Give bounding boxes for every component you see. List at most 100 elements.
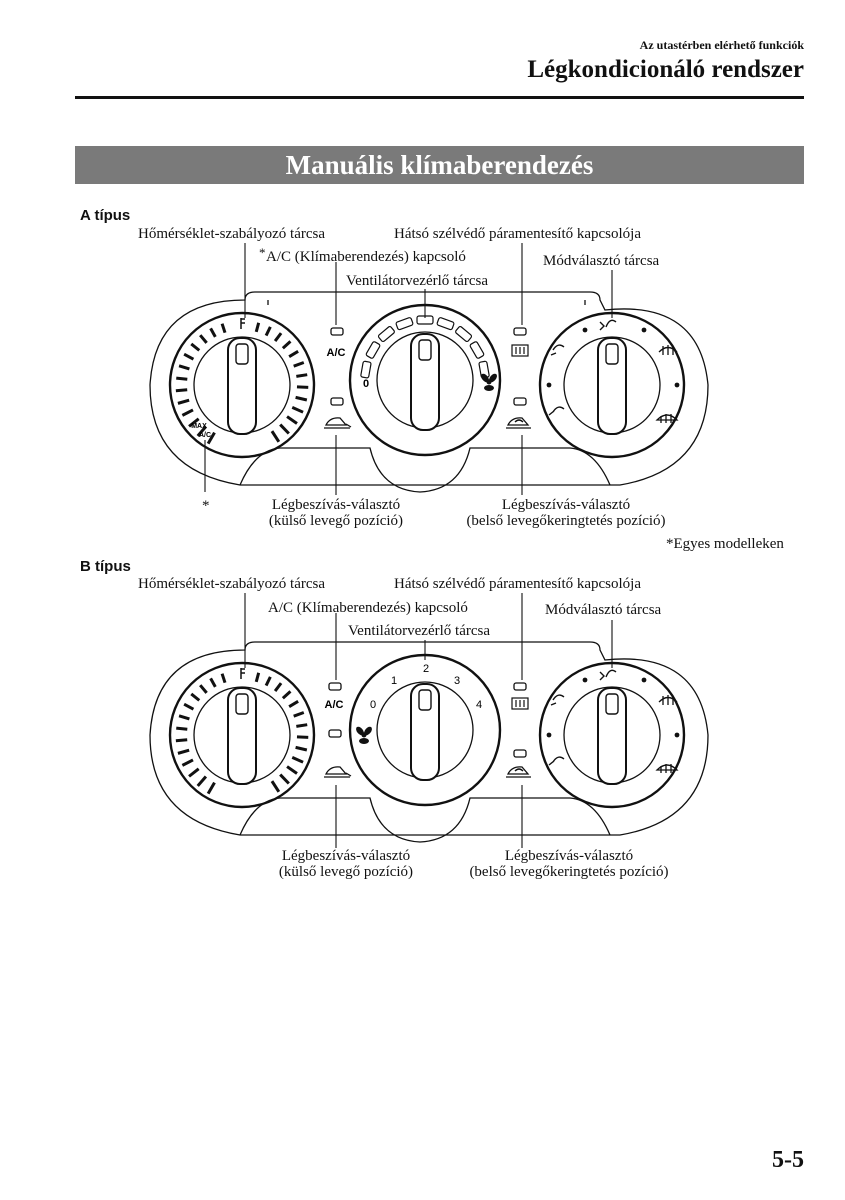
intake-outside-line-2: (külső levegő pozíció) <box>278 864 414 880</box>
temp-tick <box>175 388 188 393</box>
intake-outside-line-1: Légbeszívás-választó <box>281 848 411 864</box>
type-b-label: B típus <box>80 558 131 575</box>
rear-defrost-icon[interactable] <box>511 697 529 710</box>
temp-tick <box>293 711 305 718</box>
fan-icon <box>356 726 372 744</box>
label-temp-dial-b: Hőmérséklet-szabályozó tárcsa <box>138 576 325 592</box>
fan-knob-a[interactable] <box>410 333 440 431</box>
temp-tick <box>196 425 208 437</box>
label-ac-switch-b: A/C (Klímaberendezés) kapcsoló <box>268 600 468 616</box>
fan-speed-2-b: 2 <box>423 663 429 675</box>
temp-tick <box>286 765 298 775</box>
ac-indicator-b <box>328 682 342 691</box>
temp-tick <box>177 398 190 405</box>
temp-tick <box>293 361 305 368</box>
label-rear-defrost-b: Hátsó szélvédő páramentesítő kapcsolója <box>394 576 642 592</box>
thermometer-icon <box>240 318 245 329</box>
temp-tick <box>209 327 217 338</box>
outside-air-icon[interactable] <box>324 417 352 429</box>
face-vent-icon <box>599 669 617 681</box>
recirculation-icon[interactable] <box>506 417 531 429</box>
fan-speed-segment <box>360 360 372 379</box>
label-intake-recirc-a: Légbeszívás-választó (belső levegőkering… <box>452 497 680 529</box>
fan-speed-1-b: 1 <box>391 675 397 687</box>
temp-tick <box>295 395 308 402</box>
temp-scale-b <box>175 672 309 795</box>
temp-tick <box>177 748 190 755</box>
temp-tick <box>199 684 208 694</box>
temp-tick <box>270 430 281 443</box>
front-defrost-icon <box>655 414 679 423</box>
temp-tick <box>279 423 290 435</box>
ac-indicator-a <box>330 327 344 336</box>
intake-recirc-line-1: Légbeszívás-választó <box>504 848 634 864</box>
temp-tick <box>291 756 304 764</box>
max-asterisk-a: * <box>202 498 210 514</box>
bilevel-vent-icon <box>550 694 565 706</box>
temp-tick <box>279 773 290 785</box>
fan-speed-segment <box>436 317 455 331</box>
outside-air-icon[interactable] <box>324 766 352 778</box>
temp-knob-a[interactable] <box>227 337 257 435</box>
temp-tick <box>176 376 188 381</box>
mode-knob-a[interactable] <box>597 337 627 435</box>
temp-tick <box>188 417 200 428</box>
ac-button-a[interactable]: A/C <box>327 347 346 359</box>
fan-indicator-b <box>328 729 342 738</box>
temp-tick <box>178 714 190 721</box>
intake-recirc-line-1: Légbeszívás-választó <box>501 497 631 513</box>
intake-outside-line-1: Légbeszívás-választó <box>271 497 401 513</box>
temp-tick <box>296 373 308 378</box>
temp-tick <box>188 767 200 778</box>
intake-recirc-line-2: (belső levegőkeringtetés pozíció) <box>466 513 666 529</box>
label-ac-switch-a: A/C (Klímaberendezés) kapcsoló <box>266 249 466 265</box>
temp-tick <box>190 342 201 352</box>
temp-tick <box>220 673 227 684</box>
recirculation-icon[interactable] <box>506 766 531 778</box>
max-ac-label-a: MAX <box>191 423 207 430</box>
section-subtitle: Az utastérben elérhető funkciók <box>639 38 804 52</box>
label-intake-recirc-b: Légbeszívás-választó (belső levegőkering… <box>455 848 683 880</box>
type-a-label: A típus <box>80 207 131 224</box>
fan-off-label-a: 0 <box>363 378 369 390</box>
label-intake-outside-a: Légbeszívás-választó (külső levegő pozíc… <box>246 497 426 529</box>
temp-tick <box>281 690 292 700</box>
leader-lines-b <box>244 593 613 848</box>
label-mode-dial-a: Módválasztó tárcsa <box>543 253 660 269</box>
intake-outside-line-2: (külső levegő pozíció) <box>268 513 404 529</box>
label-rear-defrost-a: Hátsó szélvédő páramentesítő kapcsolója <box>394 226 642 242</box>
ac-button-b[interactable]: A/C <box>325 699 344 711</box>
rear-defrost-indicator-b <box>513 682 527 691</box>
fan-knob-b[interactable] <box>410 683 440 781</box>
fan-icon <box>481 373 497 391</box>
temp-tick <box>181 408 194 417</box>
temp-tick <box>199 334 208 344</box>
label-intake-outside-b: Légbeszívás-választó (külső levegő pozíc… <box>256 848 436 880</box>
mode-dots-a <box>546 327 680 388</box>
temp-tick <box>178 364 190 371</box>
page-number: 5-5 <box>772 1147 804 1173</box>
mode-knob-b[interactable] <box>597 687 627 785</box>
temp-tick <box>296 723 308 728</box>
label-fan-dial-a: Ventilátorvezérlő tárcsa <box>346 273 489 289</box>
banner-title: Manuális klímaberendezés <box>75 146 804 184</box>
fan-speed-4-b: 4 <box>476 699 482 711</box>
temp-tick <box>273 332 283 342</box>
temp-tick <box>175 738 188 743</box>
rear-defrost-icon[interactable] <box>511 344 529 357</box>
temp-tick <box>273 682 283 692</box>
temp-knob-b[interactable] <box>227 687 257 785</box>
mixed-defrost-icon <box>658 345 678 355</box>
temp-tick <box>254 672 261 683</box>
thermometer-icon <box>240 668 245 679</box>
mode-dots-b <box>546 677 680 738</box>
fan-speed-segment <box>365 341 381 359</box>
temp-scale-a <box>175 322 309 445</box>
panel-b <box>149 641 709 843</box>
outside-air-indicator-a <box>330 397 344 406</box>
ac-asterisk-a: * <box>259 245 266 260</box>
temp-tick <box>254 322 261 333</box>
rear-defrost-indicator-a <box>513 327 527 336</box>
fan-speed-segment <box>455 326 473 343</box>
